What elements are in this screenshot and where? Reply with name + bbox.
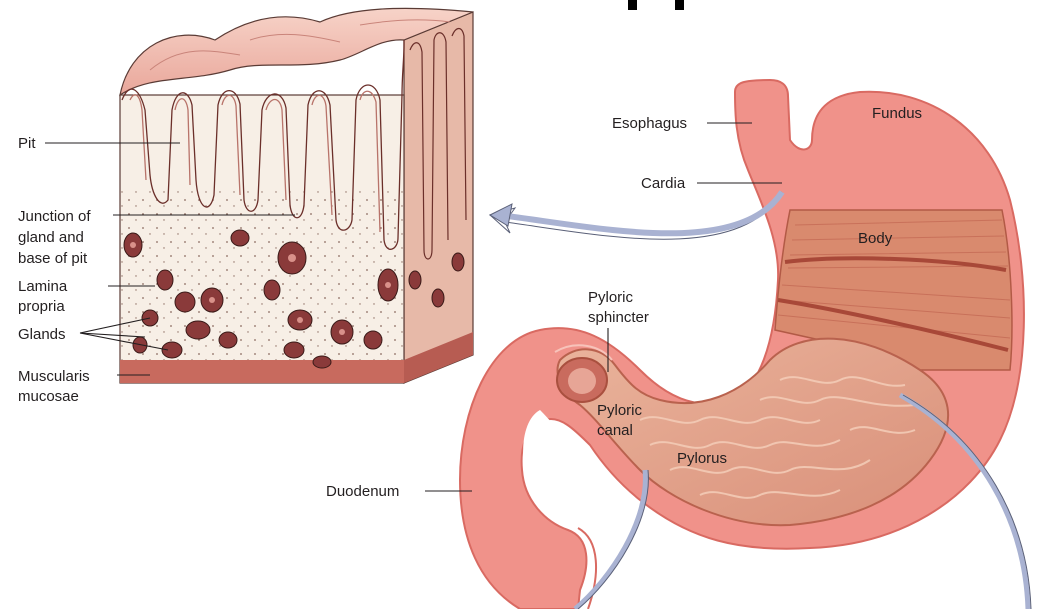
top-bar-right <box>675 0 684 10</box>
label-duodenum: Duodenum <box>326 483 399 500</box>
label-body: Body <box>858 230 893 247</box>
label-muscularis-1: Muscularis <box>18 368 90 385</box>
stomach-illustration <box>460 80 1024 609</box>
label-pit: Pit <box>18 135 36 152</box>
label-fundus: Fundus <box>872 105 922 122</box>
label-cardia: Cardia <box>641 175 686 192</box>
label-pylorus: Pylorus <box>677 450 727 467</box>
block-labels: Pit Junction of gland and base of pit La… <box>18 135 91 405</box>
block-side-face <box>404 12 473 383</box>
label-junction-3: base of pit <box>18 250 88 267</box>
label-lamina-1: Lamina <box>18 278 68 295</box>
label-pyloric-sphincter-1: Pyloric <box>588 289 634 306</box>
label-glands: Glands <box>18 326 66 343</box>
label-pyloric-canal-1: Pyloric <box>597 402 643 419</box>
label-pyloric-canal-2: canal <box>597 422 633 439</box>
gastric-mucosa-block <box>120 8 473 383</box>
label-junction-2: gland and <box>18 229 84 246</box>
label-muscularis-2: mucosae <box>18 388 79 405</box>
label-esophagus: Esophagus <box>612 115 687 132</box>
label-pyloric-sphincter-2: sphincter <box>588 309 649 326</box>
top-bar-left <box>628 0 637 10</box>
label-junction-1: Junction of <box>18 208 91 225</box>
label-lamina-2: propria <box>18 298 65 315</box>
muscularis-layer <box>120 360 404 383</box>
